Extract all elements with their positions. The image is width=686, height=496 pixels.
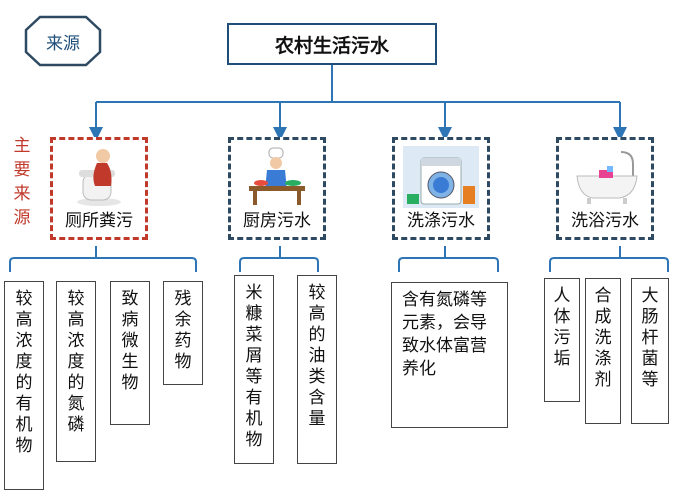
detail-box: 大肠杆菌等 [631, 278, 669, 424]
main-source-char: 源 [13, 208, 31, 228]
detail-text: 残余药物 [174, 289, 192, 372]
detail-text: 人体污垢 [553, 286, 571, 369]
detail-text: 米糠菜屑等有机物 [245, 283, 263, 450]
detail-box: 较高的油类含量 [297, 275, 337, 464]
bracket-toilet [9, 246, 197, 272]
source-name: 厨房污水 [243, 211, 311, 231]
detail-text: 合成洗涤剂 [594, 286, 612, 390]
badge-label: 来源 [46, 33, 80, 54]
main-source-label: 主 要 来 源 [8, 134, 36, 230]
source-badge: 来源 [24, 14, 102, 68]
detail-box: 合成洗涤剂 [585, 278, 621, 424]
toilet-person-icon [77, 149, 121, 206]
detail-text: 较高浓度的氮磷 [67, 289, 85, 435]
source-box-toilet: 厕所粪污 [50, 137, 148, 240]
main-source-char: 要 [13, 160, 31, 180]
source-box-laundry: 洗涤污水 [392, 137, 490, 240]
detail-box: 较高浓度的氮磷 [56, 281, 96, 462]
washing-machine-icon [403, 146, 479, 208]
bracket-laundry [398, 246, 499, 272]
detail-text: 致病微生物 [121, 289, 139, 393]
bracket-kitchen [239, 246, 319, 272]
source-box-bath: 洗浴污水 [556, 137, 654, 240]
detail-box: 致病微生物 [110, 281, 150, 425]
source-name: 厕所粪污 [65, 211, 133, 231]
detail-box: 人体污垢 [544, 278, 580, 402]
source-box-kitchen: 厨房污水 [228, 137, 326, 240]
bracket-bath [549, 246, 669, 272]
source-name: 洗涤污水 [407, 211, 475, 231]
source-name: 洗浴污水 [571, 211, 639, 231]
cook-icon [249, 147, 305, 205]
main-source-char: 主 [13, 136, 31, 156]
detail-box: 残余药物 [163, 281, 203, 385]
bathtub-icon [576, 151, 638, 204]
detail-box: 含有氮磷等元素，会导致水体富营养化 [391, 282, 508, 428]
octagon-badge-shape [24, 15, 102, 67]
detail-text: 含有氮磷等元素，会导致水体富营养化 [402, 290, 487, 379]
detail-text: 较高浓度的有机物 [15, 289, 33, 456]
detail-text: 较高的油类含量 [308, 283, 326, 429]
detail-box: 较高浓度的有机物 [4, 281, 44, 490]
main-source-char: 来 [13, 184, 31, 204]
detail-box: 米糠菜屑等有机物 [234, 275, 274, 464]
detail-text: 大肠杆菌等 [641, 286, 659, 390]
diagram-title: 农村生活污水 [227, 23, 437, 65]
